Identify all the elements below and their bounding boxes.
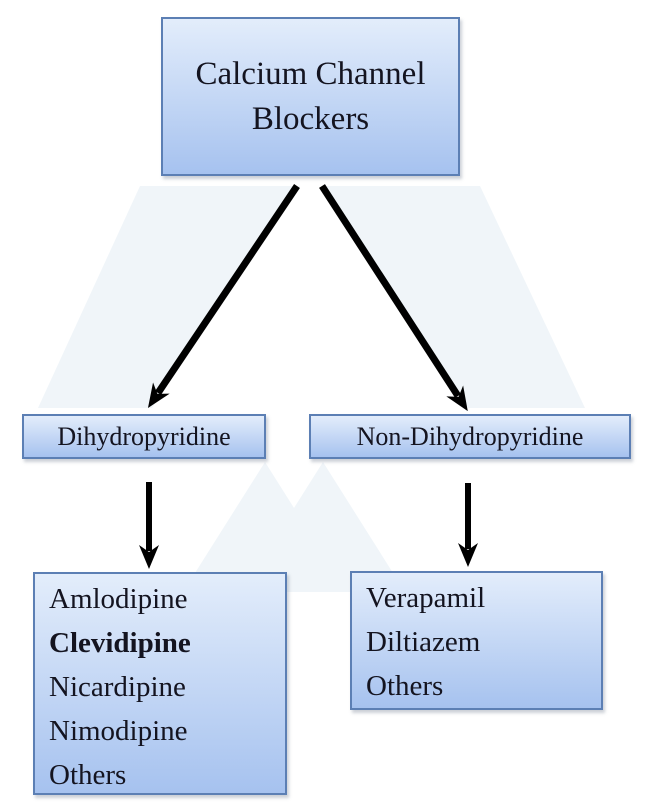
watermark-band-right xyxy=(322,186,585,408)
node-dihydropyridine: Dihydropyridine xyxy=(22,414,266,459)
drug-nicardipine: Nicardipine xyxy=(49,671,186,703)
drug-amlodipine: Amlodipine xyxy=(49,583,188,615)
node-calcium-channel-blockers: Calcium Channel Blockers xyxy=(161,17,460,176)
node-dihydropyridine-label: Dihydropyridine xyxy=(57,421,231,451)
node-non-dihydropyridine-label: Non-Dihydropyridine xyxy=(356,421,584,451)
watermark-triangle-right xyxy=(241,462,405,592)
watermark-band-left xyxy=(38,186,300,408)
diagonal-down-right-arrow xyxy=(319,184,468,412)
drug-others-left: Others xyxy=(49,759,127,791)
node-non-dihydropyridine: Non-Dihydropyridine xyxy=(309,414,631,459)
drug-clevidipine: Clevidipine xyxy=(49,627,191,659)
drug-others-right: Others xyxy=(366,670,444,702)
node-dihydropyridine-drugs: Amlodipine Clevidipine Nicardipine Nimod… xyxy=(33,572,287,795)
node-root-label: Calcium Channel Blockers xyxy=(195,55,426,137)
drug-nimodipine: Nimodipine xyxy=(49,715,188,747)
drug-verapamil: Verapamil xyxy=(366,582,486,614)
diagonal-down-left-arrow xyxy=(147,184,300,408)
drug-diltiazem: Diltiazem xyxy=(366,626,481,658)
node-non-dihydropyridine-drugs: Verapamil Diltiazem Others xyxy=(350,571,603,710)
